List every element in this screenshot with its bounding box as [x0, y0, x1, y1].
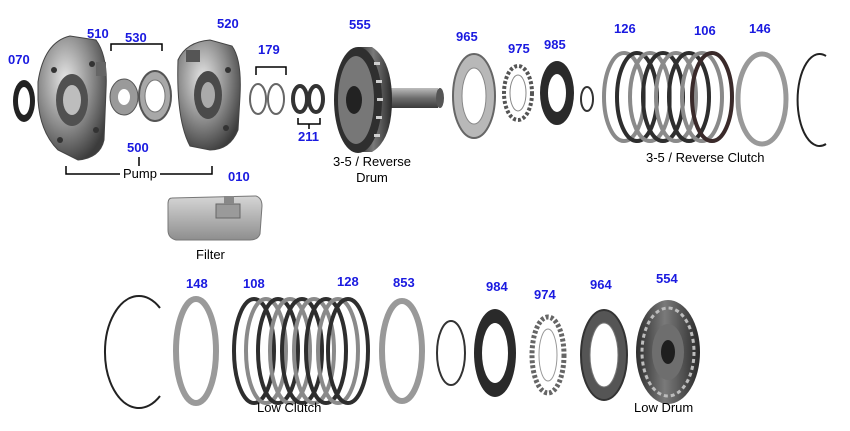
part-number-985: 985	[544, 37, 566, 52]
plate-853	[379, 298, 425, 404]
caption-low-clutch: Low Clutch	[257, 400, 322, 415]
part-number-530: 530	[125, 30, 147, 45]
pump-body-520	[177, 39, 241, 151]
part-number-975: 975	[508, 41, 530, 56]
part-number-520: 520	[217, 16, 239, 31]
caption-filter: Filter	[196, 247, 225, 262]
clutch-pack-3-5-reverse	[602, 51, 734, 143]
snap-ring-small	[580, 86, 594, 112]
rings-179	[249, 83, 285, 115]
plate-148	[173, 296, 219, 406]
snap-ring-large-top	[796, 53, 827, 147]
part-number-148: 148	[186, 276, 208, 291]
part-number-179: 179	[258, 42, 280, 57]
bracket-530	[110, 43, 163, 51]
caption-drum-line-2: Drum	[356, 170, 388, 185]
part-number-108: 108	[243, 276, 265, 291]
drum-555	[334, 47, 444, 153]
piston-964	[580, 309, 628, 401]
caption-3-5-reverse-clutch: 3-5 / Reverse Clutch	[646, 150, 765, 165]
filter-010	[167, 195, 263, 241]
caption-3-5-reverse-drum: 3-5 / Reverse Drum	[322, 154, 422, 186]
return-spring-975	[502, 64, 534, 122]
part-number-510: 510	[87, 26, 109, 41]
caption-drum-line-1: 3-5 / Reverse	[332, 154, 412, 169]
part-number-965: 965	[456, 29, 478, 44]
plate-146	[735, 51, 789, 147]
caption-pump: Pump	[120, 166, 160, 182]
washers-211	[291, 84, 325, 114]
part-number-974: 974	[534, 287, 556, 302]
drum-554	[636, 300, 700, 404]
dam-984	[474, 309, 516, 397]
part-number-126: 126	[614, 21, 636, 36]
part-number-146: 146	[749, 21, 771, 36]
seal-070	[13, 80, 35, 122]
piston-965	[452, 53, 496, 139]
part-number-070: 070	[8, 52, 30, 67]
part-number-853: 853	[393, 275, 415, 290]
return-spring-974	[529, 314, 567, 396]
pump-cover-510	[37, 35, 107, 161]
part-number-500: 500	[127, 140, 149, 155]
part-number-128: 128	[337, 274, 359, 289]
part-number-964: 964	[590, 277, 612, 292]
dam-985	[540, 61, 574, 125]
part-number-010: 010	[228, 169, 250, 184]
bracket-179	[255, 66, 287, 75]
part-number-211: 211	[298, 129, 319, 144]
bracket-211	[297, 118, 321, 125]
snap-ring-medium	[436, 320, 466, 386]
clutch-pack-low	[232, 297, 370, 405]
part-number-984: 984	[486, 279, 508, 294]
pump-gears-530	[109, 70, 172, 122]
part-number-554: 554	[656, 271, 678, 286]
part-number-555: 555	[349, 17, 371, 32]
part-number-106: 106	[694, 23, 716, 38]
caption-low-drum: Low Drum	[634, 400, 694, 415]
snap-ring-large-bottom	[104, 295, 161, 409]
